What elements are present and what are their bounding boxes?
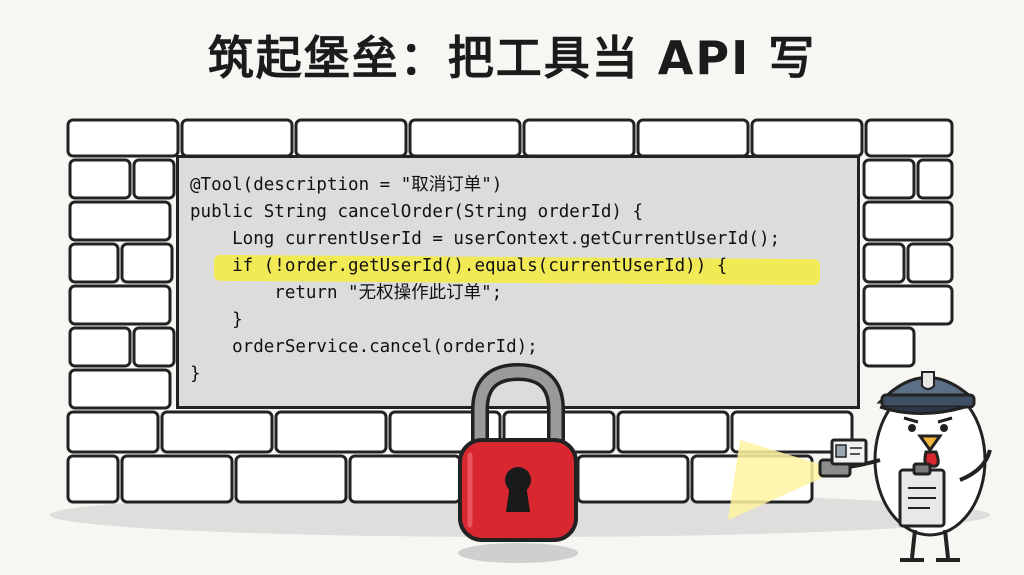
code-line: orderService.cancel(orderId); xyxy=(190,337,538,357)
code-line-highlighted: if (!order.getUserId().equals(currentUse… xyxy=(190,256,728,276)
code-line: } xyxy=(190,310,243,330)
code-line: return "无权操作此订单"; xyxy=(190,283,503,303)
code-line: Long currentUserId = userContext.getCurr… xyxy=(190,229,781,249)
code-line: @Tool(description = "取消订单") xyxy=(190,175,503,195)
code-block: @Tool(description = "取消订单") public String… xyxy=(190,172,780,388)
code-line: } xyxy=(190,364,201,384)
page-title: 筑起堡垒：把工具当 API 写 xyxy=(207,31,817,85)
flashlight-beam xyxy=(728,440,826,520)
cap-shield-icon xyxy=(921,371,935,390)
brick-wall xyxy=(66,118,954,504)
chicken-security-guard xyxy=(818,371,992,562)
padlock-icon xyxy=(458,362,578,563)
code-line: public String cancelOrder(String orderId… xyxy=(190,202,644,222)
